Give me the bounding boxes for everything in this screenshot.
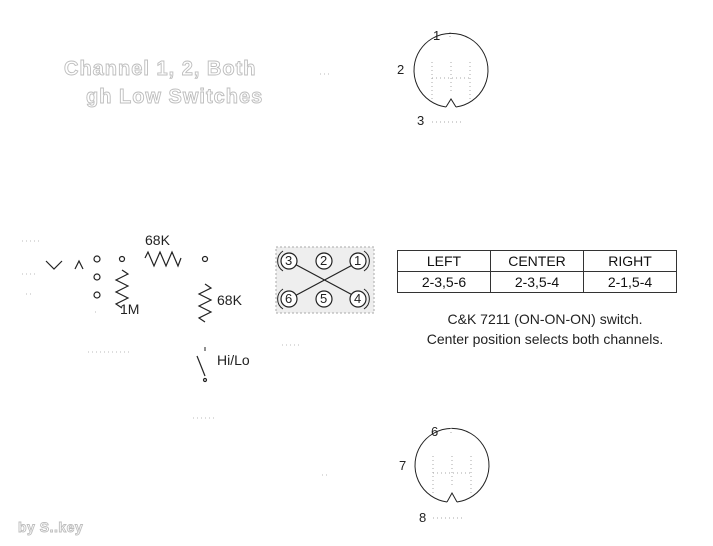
resistor-1m-label: 1M: [120, 301, 140, 317]
table-row: 2-3,5-6 2-3,5-4 2-1,5-4: [397, 271, 677, 293]
connector-top-icon: [413, 32, 489, 123]
lug-2-label: 2: [320, 253, 328, 268]
switch-truth-table: LEFT CENTER RIGHT 2-3,5-6 2-3,5-4 2-1,5-…: [397, 250, 677, 293]
lug-6-label: 6: [285, 291, 293, 306]
circuit-symbols: [45, 250, 213, 383]
header-left: LEFT: [397, 250, 491, 272]
header-center: CENTER: [490, 250, 584, 272]
lug-5-label: 5: [320, 291, 328, 306]
hilo-switch-label: Hi/Lo: [217, 352, 250, 368]
pin-2-label: 2: [397, 62, 405, 77]
pin-7-label: 7: [399, 458, 407, 473]
caption-line-1: C&K 7211 (ON-ON-ON) switch.: [447, 311, 643, 327]
switch-caption: C&K 7211 (ON-ON-ON) switch. Center posit…: [397, 309, 693, 349]
lug-3-label: 3: [285, 253, 293, 268]
author-credit: by S..key: [18, 519, 84, 536]
switch-lugs-icon: [275, 246, 375, 314]
resistor-68k-right-label: 68K: [217, 292, 242, 308]
resistor-68k-top-label: 68K: [145, 232, 170, 248]
caption-line-2: Center position selects both channels.: [426, 331, 664, 347]
value-center: 2-3,5-4: [490, 271, 584, 293]
pin-6-label: 6: [431, 424, 439, 439]
header-right: RIGHT: [583, 250, 677, 272]
lug-4-label: 4: [354, 291, 362, 306]
table-header-row: LEFT CENTER RIGHT: [397, 250, 677, 272]
connector-bottom-icon: [414, 427, 490, 519]
title-line-2: gh Low Switches: [86, 86, 264, 109]
pin-8-label: 8: [419, 510, 427, 525]
value-right: 2-1,5-4: [583, 271, 677, 293]
pin-3-label: 3: [417, 113, 425, 128]
value-left: 2-3,5-6: [397, 271, 491, 293]
title-line-1: Channel 1, 2, Both: [64, 58, 257, 81]
lug-1-label: 1: [354, 253, 362, 268]
pin-1-label: 1: [433, 28, 441, 43]
